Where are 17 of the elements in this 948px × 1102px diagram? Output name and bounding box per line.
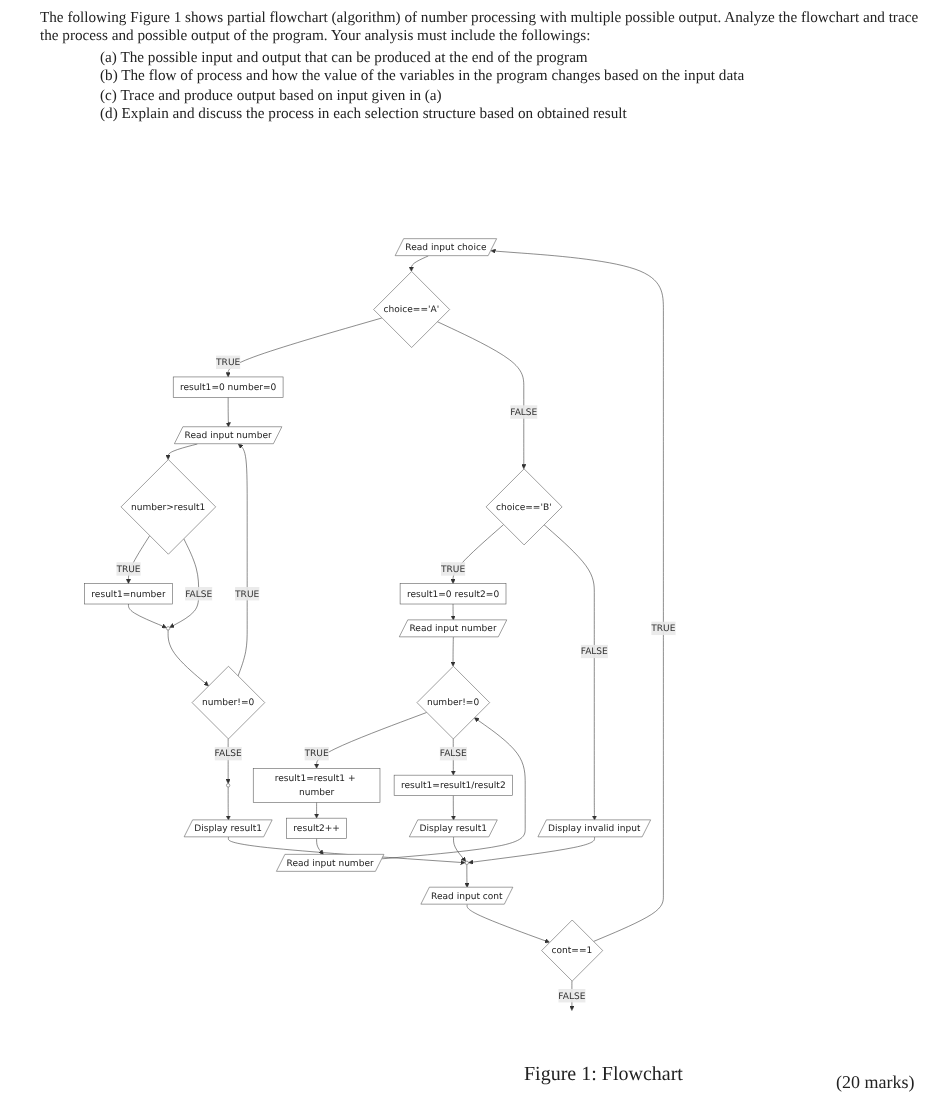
node-circle (166, 626, 171, 631)
node-diamond (541, 919, 604, 982)
node-diamond (373, 271, 450, 348)
node-diamond (485, 468, 563, 546)
node-box (286, 817, 347, 839)
node-box (172, 376, 284, 398)
node-diamond (120, 459, 216, 555)
node-diamond (191, 665, 266, 740)
node-box (399, 583, 507, 605)
node-circle (464, 860, 469, 865)
figure-caption: Figure 1: Flowchart (524, 1064, 683, 1086)
node-box (252, 768, 381, 803)
node-box (393, 774, 513, 796)
node-box (84, 583, 173, 605)
node-circle (226, 783, 231, 788)
marks-note: (20 marks) (836, 1072, 915, 1092)
node-diamond (416, 665, 490, 740)
